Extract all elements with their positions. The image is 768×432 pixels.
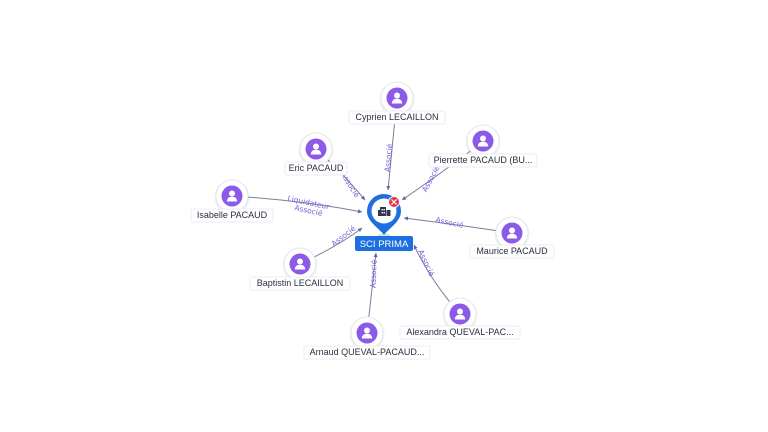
person-label-bg [190, 208, 274, 223]
relation-label: Associé [416, 248, 436, 278]
edge-arrow [357, 209, 362, 214]
edge-arrow [357, 228, 362, 233]
center-company-node[interactable]: SCI PRIMA [355, 194, 413, 251]
edge-arrow [373, 253, 378, 258]
person-icon [391, 92, 403, 104]
person-node[interactable]: Cyprien LECAILLON [348, 81, 446, 125]
edge-arrow [404, 216, 409, 221]
relation-label: Associé [369, 259, 379, 288]
edge-arrow [360, 195, 365, 200]
building-icon [378, 207, 391, 216]
person-icon [310, 143, 322, 155]
person-node[interactable]: Isabelle PACAUD [190, 179, 274, 223]
person-label-bg [399, 325, 521, 340]
center-label: SCI PRIMA [360, 239, 409, 250]
person-icon [361, 327, 373, 339]
edge-arrow [402, 196, 407, 200]
person-icon [477, 135, 489, 147]
person-icon [506, 227, 518, 239]
person-label-bg [348, 110, 446, 125]
relation-label: Associé [383, 143, 394, 172]
person-name-label: Maurice PACAUD [476, 246, 548, 256]
person-name-label: Baptistin LECAILLON [257, 278, 344, 288]
person-node[interactable]: Eric PACAUD [284, 132, 348, 176]
person-icon [226, 190, 238, 202]
person-name-label: Alexandra QUEVAL-PAC... [406, 327, 513, 337]
person-name-label: Eric PACAUD [289, 163, 344, 173]
center-label-bg [355, 236, 413, 251]
nodes-layer: Cyprien LECAILLON Pierrette PACAUD (BU...… [190, 81, 555, 360]
relation-label: Associé [420, 164, 441, 194]
relation-label: Associé [435, 215, 465, 230]
person-label-bg [249, 276, 351, 291]
person-icon [454, 308, 466, 320]
edge-arrow [413, 245, 418, 250]
person-node[interactable]: Maurice PACAUD [469, 216, 555, 259]
person-label-bg [428, 153, 538, 168]
person-name-label: Pierrette PACAUD (BU... [434, 155, 533, 165]
person-node[interactable]: Alexandra QUEVAL-PAC... [399, 297, 521, 340]
close-icon[interactable] [388, 196, 400, 208]
relation-label: Associé [330, 224, 358, 249]
person-node[interactable]: Baptistin LECAILLON [249, 247, 351, 291]
person-label-bg [284, 161, 348, 176]
person-name-label: Arnaud QUEVAL-PACAUD... [310, 347, 425, 357]
edge-arrow [386, 185, 391, 190]
person-icon [294, 258, 306, 270]
person-name-label: Cyprien LECAILLON [355, 112, 438, 122]
person-name-label: Isabelle PACAUD [197, 210, 268, 220]
person-node[interactable]: Arnaud QUEVAL-PACAUD... [303, 316, 431, 360]
person-node[interactable]: Pierrette PACAUD (BU... [428, 124, 538, 168]
person-label-bg [469, 244, 555, 259]
person-label-bg [303, 345, 431, 360]
